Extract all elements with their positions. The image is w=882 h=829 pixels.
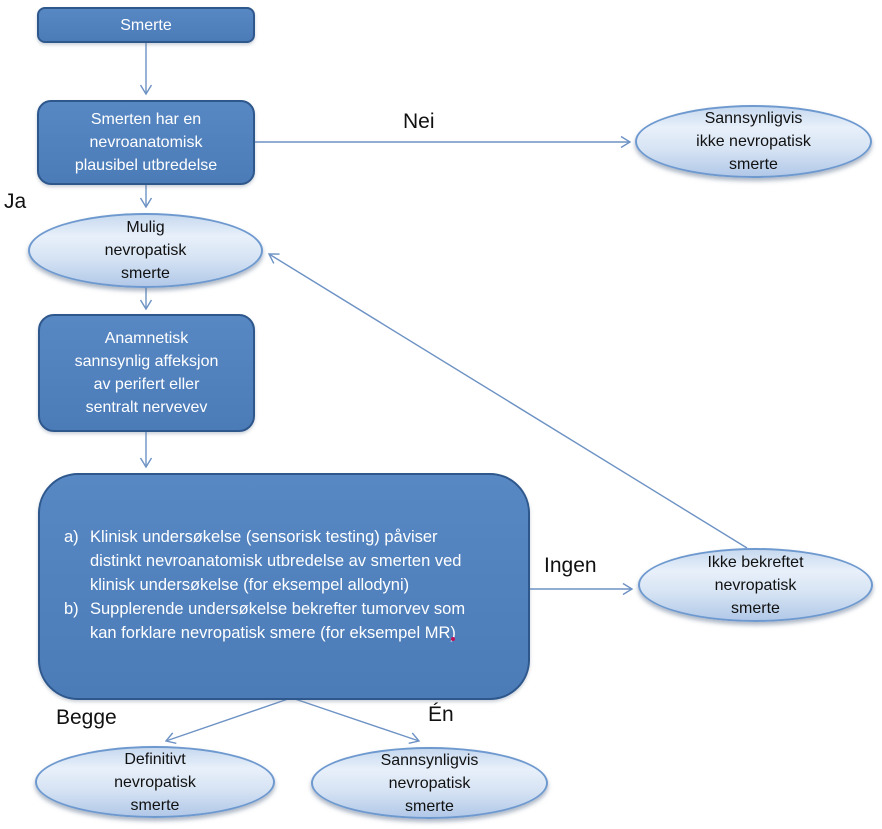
kriterium-a-marker: a) <box>64 528 79 546</box>
arrow-ikke-bekreftet-to-mulig <box>267 253 748 549</box>
node-plausibel-label: Smerten har en nevroanatomisk plausibel … <box>74 111 218 174</box>
edge-label-ja: Ja <box>4 190 27 213</box>
node-definitivt-label: Definitivt nevropatisk smerte <box>114 750 196 814</box>
node-ikke-bekreftet-nevropatisk: Ikke bekreftet nevropatisk smerte <box>638 548 873 622</box>
kriterium-b-marker: b) <box>64 600 79 618</box>
node-sannsynligvis-nevropatisk: Sannsynligvis nevropatisk smerte <box>311 747 548 819</box>
kriterium-b-text: Supplerende undersøkelse bekrefter tumor… <box>90 600 466 642</box>
node-sannsynligvis-ikke-label: Sannsynligvis ikke nevropatisk smerte <box>696 110 811 173</box>
arrow-en-to-sannsynligvis <box>294 698 421 745</box>
edge-label-ingen: Ingen <box>544 554 597 577</box>
node-smerte: Smerte <box>37 7 255 43</box>
node-mulig-label: Mulig nevropatisk smerte <box>104 219 187 282</box>
kriterium-a: a) Klinisk undersøkelse (sensorisk testi… <box>64 525 461 597</box>
node-mulig-nevropatisk: Mulig nevropatisk smerte <box>28 213 263 288</box>
edge-label-en: Én <box>428 703 454 726</box>
node-anamnetisk-label: Anamnetisk sannsynlig affeksjon av perif… <box>74 330 219 416</box>
node-anamnetisk-affeksjon: Anamnetisk sannsynlig affeksjon av perif… <box>38 314 255 432</box>
node-ikke-bekreftet-label: Ikke bekreftet nevropatisk smerte <box>707 553 804 617</box>
stray-red-dot <box>451 637 455 641</box>
edge-label-nei: Nei <box>403 110 435 133</box>
node-plausibel-utbredelse: Smerten har en nevroanatomisk plausibel … <box>37 100 255 185</box>
node-sannsynligvis-label: Sannsynligvis nevropatisk smerte <box>380 751 479 815</box>
node-sannsynligvis-ikke-nevropatisk: Sannsynligvis ikke nevropatisk smerte <box>635 105 872 178</box>
kriterium-a-text: Klinisk undersøkelse (sensorisk testing)… <box>90 528 462 594</box>
node-kriterier: a) Klinisk undersøkelse (sensorisk testi… <box>38 473 530 700</box>
arrow-begge-to-definitivt <box>164 698 289 744</box>
node-definitivt-nevropatisk: Definitivt nevropatisk smerte <box>35 746 275 818</box>
node-smerte-label: Smerte <box>120 16 172 34</box>
kriterium-b: b) Supplerende undersøkelse bekrefter tu… <box>64 597 465 645</box>
edge-label-begge: Begge <box>56 706 117 729</box>
